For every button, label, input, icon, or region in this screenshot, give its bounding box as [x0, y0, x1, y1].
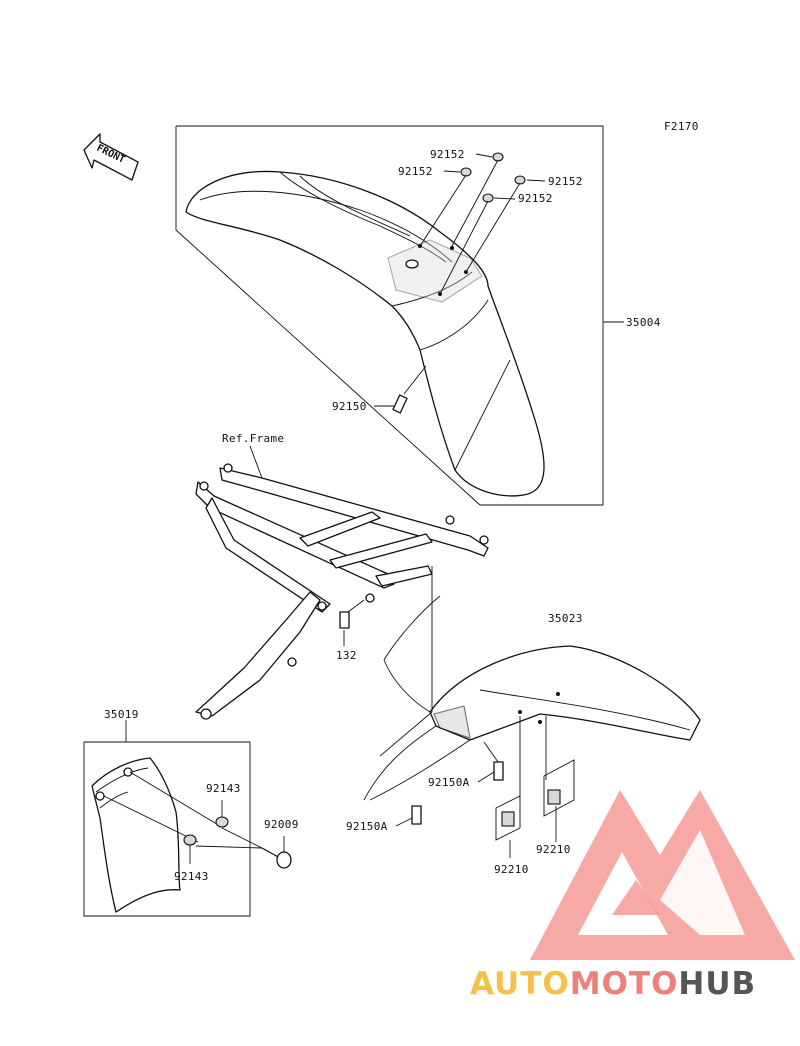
label-92152-c: 92152	[548, 175, 583, 188]
label-92152-d: 92152	[518, 192, 553, 205]
side-cover	[91, 757, 181, 913]
nut-92210-left	[495, 795, 521, 858]
front-fender	[185, 170, 545, 497]
grommet-92143-lower	[183, 834, 197, 864]
label-92143-lower: 92143	[174, 870, 209, 883]
reference-frame-label: Ref.Frame	[222, 432, 284, 445]
bolt-132	[339, 599, 365, 646]
label-92009: 92009	[264, 818, 299, 831]
front-direction-arrow: FRONT	[83, 133, 139, 181]
grommet-92143-upper	[215, 800, 229, 828]
label-92150: 92150	[332, 400, 367, 413]
nut-92210-right	[543, 759, 575, 842]
washer-92152-a	[451, 152, 504, 247]
washer-92152-d	[439, 193, 494, 295]
watermark-text: AUTOMOTOHUB	[470, 966, 756, 1002]
label-92150a-upper: 92150A	[428, 776, 470, 789]
label-35023: 35023	[548, 612, 583, 625]
label-92152-a: 92152	[430, 148, 465, 161]
rear-fender	[363, 595, 701, 801]
label-92143-upper: 92143	[206, 782, 241, 795]
figure-code: F2170	[664, 120, 699, 133]
label-92210-left: 92210	[494, 863, 529, 876]
label-92150a-lower: 92150A	[346, 820, 388, 833]
watermark-auto: AUTO	[470, 966, 570, 1002]
front-fender-group-outline	[175, 125, 604, 506]
washer-92152-b	[419, 167, 472, 247]
reference-frame	[195, 445, 489, 720]
bolt-92150	[374, 365, 427, 414]
washer-92152-c	[465, 175, 526, 273]
watermark-moto: MOTO	[570, 966, 679, 1002]
label-92152-b: 92152	[398, 165, 433, 178]
watermark-hub: HUB	[678, 966, 756, 1002]
screw-92009	[261, 836, 292, 869]
label-35004: 35004	[626, 316, 661, 329]
label-92210-right: 92210	[536, 843, 571, 856]
label-132: 132	[336, 649, 357, 662]
label-35019: 35019	[104, 708, 139, 721]
bolt-92150a-upper	[477, 741, 504, 783]
bolt-92150a-lower	[395, 805, 422, 827]
side-cover-group-outline	[83, 741, 251, 917]
automotohub-logo	[530, 790, 795, 960]
